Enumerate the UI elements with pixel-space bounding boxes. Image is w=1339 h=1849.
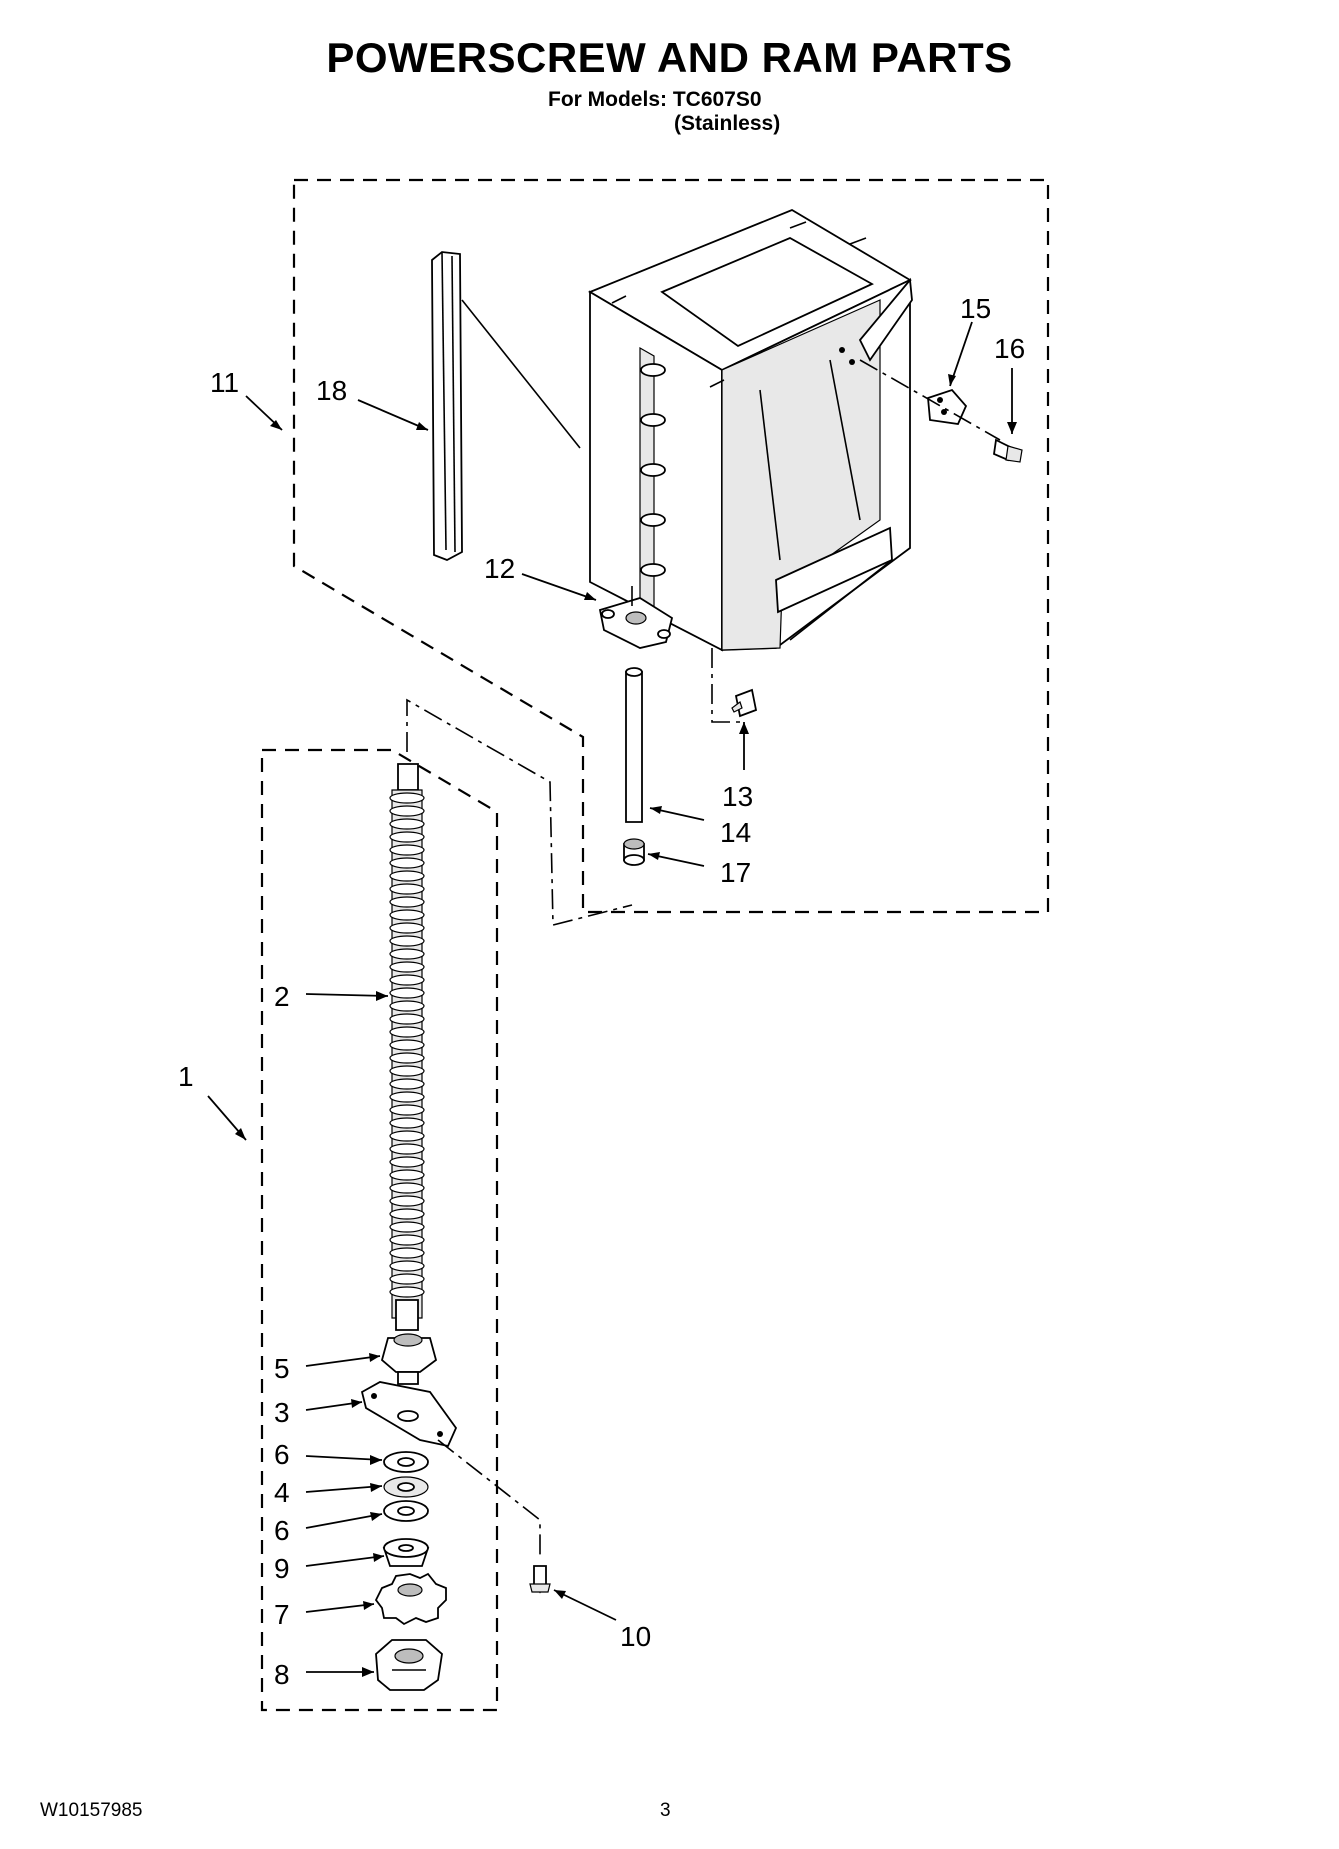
page-number: 3: [660, 1800, 671, 1821]
thread-ridge: [389, 1052, 425, 1064]
thread-ridge: [389, 1286, 425, 1298]
pivot-block-part: [598, 586, 674, 649]
thread-ridge: [389, 1221, 425, 1233]
models-line: For Models: TC607S0: [548, 88, 762, 111]
thread-ridge: [389, 1143, 425, 1155]
channel-strip-part: [431, 251, 581, 561]
spacer-part: [623, 838, 645, 866]
callout-10: 10: [620, 1621, 651, 1652]
thread-ridge: [389, 1273, 425, 1285]
thread-ridge: [389, 1208, 425, 1220]
thread-ridge: [389, 1013, 425, 1025]
thread-ridge: [389, 1026, 425, 1038]
thread-ridge: [389, 935, 425, 947]
callout-2: 2: [274, 981, 290, 1012]
pivot-screw-part: [711, 648, 758, 723]
thread-ridge: [389, 896, 425, 908]
bracket-screw-part: [993, 438, 1023, 463]
ram-assembly-group-border: [292, 178, 1050, 914]
mounting-plate-part: [360, 1381, 541, 1560]
thread-ridge: [389, 1195, 425, 1207]
page-title: POWERSCREW AND RAM PARTS: [326, 34, 1013, 81]
callout-3: 3: [274, 1397, 290, 1428]
thread-ridge: [389, 818, 425, 830]
callout-1: 1: [178, 1061, 194, 1092]
callout-8: 8: [274, 1659, 290, 1690]
thread-ridge: [389, 844, 425, 856]
powerscrew-threads: [389, 792, 425, 1298]
callout-6-lower: 6: [274, 1515, 290, 1546]
callout-7: 7: [274, 1599, 290, 1630]
callout-17: 17: [720, 857, 751, 888]
callout-14: 14: [720, 817, 751, 848]
pivot-pin-part: [625, 667, 643, 823]
thread-ridge: [389, 1169, 425, 1181]
thread-ridge: [389, 1078, 425, 1090]
callout-12: 12: [484, 553, 515, 584]
thread-ridge: [389, 1117, 425, 1129]
callout-18: 18: [316, 375, 347, 406]
thread-ridge: [389, 1039, 425, 1051]
callout-4: 4: [274, 1477, 290, 1508]
thrust-bearing-part: [383, 1476, 429, 1498]
thread-ridge: [389, 1247, 425, 1259]
washer-upper-part: [383, 1451, 429, 1473]
variant-line: (Stainless): [674, 112, 781, 135]
thread-ridge: [389, 1091, 425, 1103]
callout-9: 9: [274, 1553, 290, 1584]
thread-ridge: [389, 1104, 425, 1116]
thread-ridge: [389, 961, 425, 973]
thread-ridge: [389, 857, 425, 869]
powerscrew-assembly-group-border: [260, 748, 499, 1712]
thread-ridge: [389, 831, 425, 843]
thread-ridge: [389, 974, 425, 986]
washer-lower-part: [383, 1500, 429, 1522]
document-number: W10157985: [40, 1800, 143, 1821]
cup-washer-part: [382, 1538, 430, 1567]
thread-ridge: [389, 1182, 425, 1194]
thread-ridge: [389, 792, 425, 804]
thread-ridge: [389, 805, 425, 817]
thread-ridge: [389, 1156, 425, 1168]
thread-ridge: [389, 922, 425, 934]
thread-ridge: [389, 883, 425, 895]
callout-6-upper: 6: [274, 1439, 290, 1470]
hex-nut-part: [375, 1639, 443, 1691]
powerscrew-part: [389, 763, 425, 1331]
screw-to-ram-centerline: [406, 698, 633, 927]
callout-13: 13: [722, 781, 753, 812]
thread-ridge: [389, 1065, 425, 1077]
thread-ridge: [389, 1130, 425, 1142]
thread-ridge: [389, 1000, 425, 1012]
bushing-part: [380, 1333, 438, 1385]
thread-ridge: [389, 987, 425, 999]
callout-16: 16: [994, 333, 1025, 364]
callout-11: 11: [210, 367, 239, 398]
leader-arrows: [207, 321, 1017, 1677]
thread-ridge: [389, 909, 425, 921]
bracket-part: [859, 359, 1001, 441]
callout-5: 5: [274, 1353, 290, 1384]
thread-ridge: [389, 948, 425, 960]
sprocket-part: [374, 1572, 447, 1626]
thread-ridge: [389, 1234, 425, 1246]
thread-ridge: [389, 1260, 425, 1272]
callout-15: 15: [960, 293, 991, 324]
ram-part: [587, 208, 913, 652]
thread-ridge: [389, 870, 425, 882]
plate-screw-part: [529, 1565, 551, 1594]
